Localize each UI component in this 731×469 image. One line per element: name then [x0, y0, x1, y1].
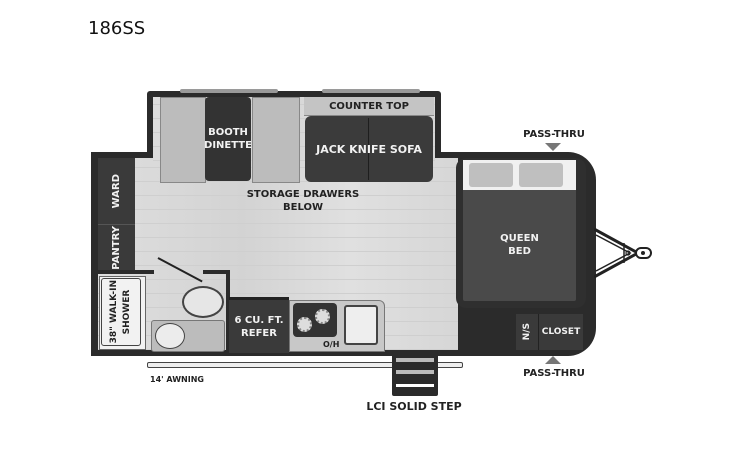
- awning: [147, 362, 463, 368]
- ward-label: WARD: [111, 173, 122, 209]
- stove-cooktop-icon: [293, 303, 337, 337]
- refrigerator: 6 CU. FT. REFER: [229, 297, 289, 353]
- step-tread: [396, 370, 434, 374]
- nightstand-label: N/S: [521, 323, 532, 341]
- kitchen-sink-icon: [344, 305, 378, 345]
- shower-label-line2: SHOWER: [122, 289, 132, 335]
- bathroom-wall-right: [226, 270, 230, 350]
- refer-label-line2: REFER: [241, 327, 277, 339]
- nightstand: N/S: [516, 314, 539, 350]
- model-title: 186SS: [88, 18, 146, 39]
- sink-icon: [155, 323, 185, 349]
- booth-dinette-label: BOOTH: [208, 127, 248, 138]
- jack-knife-sofa-label: JACK KNIFE SOFA: [316, 142, 422, 156]
- storage-drawers-label: STORAGE DRAWERS BELOW: [240, 188, 366, 214]
- booth-dinette-label: DINETTE: [204, 140, 252, 151]
- refer-label-line1: 6 CU. FT.: [234, 314, 284, 326]
- counter-top: COUNTER TOP: [304, 97, 434, 116]
- burner-icon: [315, 309, 330, 324]
- step-tread: [396, 358, 434, 362]
- arrow-down-icon: [545, 143, 561, 151]
- counter-top-label: COUNTER TOP: [329, 100, 409, 112]
- step-label: LCI SOLID STEP: [366, 400, 462, 413]
- storage-label-line2: BELOW: [283, 202, 323, 213]
- pantry-label: PANTRY: [111, 226, 122, 270]
- jack-knife-sofa: JACK KNIFE SOFA: [305, 116, 433, 182]
- burner-icon: [297, 317, 312, 332]
- pantry: PANTRY: [98, 225, 135, 271]
- pillow-icon: [469, 163, 513, 187]
- arrow-up-icon: [545, 356, 561, 364]
- bathroom-wall-top: [98, 270, 154, 274]
- step-tread: [396, 384, 434, 387]
- trailer-hitch-icon: [594, 227, 652, 279]
- walk-in-shower: [99, 276, 146, 350]
- shower-pan: 38" WALK-IN SHOWER: [101, 278, 141, 346]
- closet-label: CLOSET: [541, 326, 581, 337]
- dinette-bench-right: [252, 97, 300, 183]
- pillow-icon: [519, 163, 563, 187]
- pass-thru-top-label: PASS-THRU: [523, 129, 585, 140]
- dinette-bench-left: [160, 97, 206, 183]
- queen-bed-label-line1: QUEEN: [500, 233, 539, 244]
- sofa-divider: [368, 118, 369, 180]
- storage-label-line1: STORAGE DRAWERS: [246, 189, 360, 200]
- closet: CLOSET: [539, 314, 583, 350]
- window-trim: [322, 89, 420, 93]
- queen-bed-label-line2: BED: [508, 246, 531, 257]
- wardrobe: WARD: [98, 158, 135, 225]
- entry-step: [392, 352, 438, 396]
- toilet-icon: [182, 286, 224, 318]
- booth-dinette-table: BOOTH DINETTE: [204, 97, 252, 181]
- shower-label-line1: 38" WALK-IN: [109, 280, 119, 344]
- awning-label: 14' AWNING: [150, 375, 204, 384]
- bathroom-wall-top: [203, 270, 229, 274]
- window-trim: [180, 89, 278, 93]
- overhead-label: O/H: [323, 340, 340, 349]
- pass-thru-bottom-label: PASS-THRU: [523, 368, 585, 379]
- queen-bed: QUEEN BED: [463, 160, 576, 301]
